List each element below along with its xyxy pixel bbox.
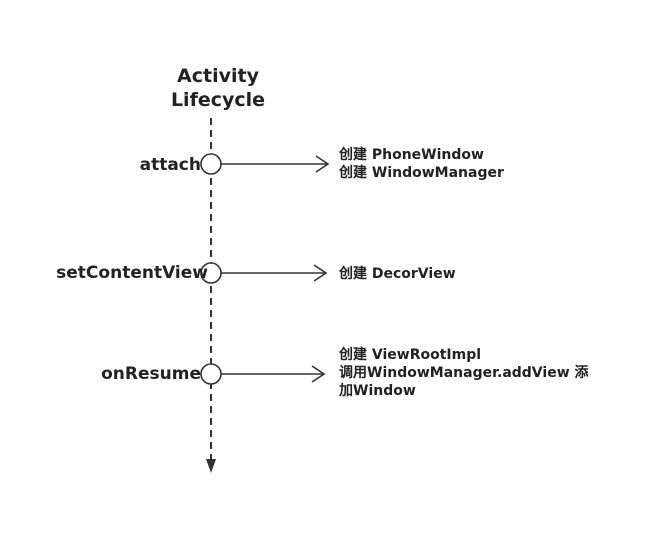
setcontentview-node — [200, 262, 222, 284]
setcontentview-note-line: 创建 DecorView — [339, 266, 456, 282]
attach-note: 创建 PhoneWindow 创建 WindowManager — [339, 146, 504, 182]
setcontentview-arrow-head — [313, 264, 328, 282]
timeline-arrowhead — [206, 459, 216, 473]
attach-node — [200, 153, 222, 175]
onresume-arrow-head — [311, 365, 326, 383]
stage-label-setcontentview: setContentView — [56, 263, 208, 283]
onresume-note-line: 创建 ViewRootImpl — [339, 347, 482, 363]
stage-label-onresume: onResume — [101, 364, 201, 384]
onresume-node — [200, 363, 222, 385]
onresume-note-line: 调用WindowManager.addView 添 — [339, 365, 589, 381]
attach-note-line: 创建 WindowManager — [339, 165, 504, 181]
stage-label-attach: attach — [139, 155, 201, 175]
diagram-title: Activity Lifecycle — [150, 64, 286, 112]
setcontentview-note: 创建 DecorView — [339, 265, 456, 283]
onresume-note-line: 加Window — [339, 383, 416, 399]
attach-note-line: 创建 PhoneWindow — [339, 147, 484, 163]
diagram-title-line1: Activity — [177, 65, 259, 87]
attach-arrow-head — [315, 155, 330, 173]
onresume-note: 创建 ViewRootImpl 调用WindowManager.addView … — [339, 346, 589, 400]
diagram-title-line2: Lifecycle — [170, 89, 266, 111]
